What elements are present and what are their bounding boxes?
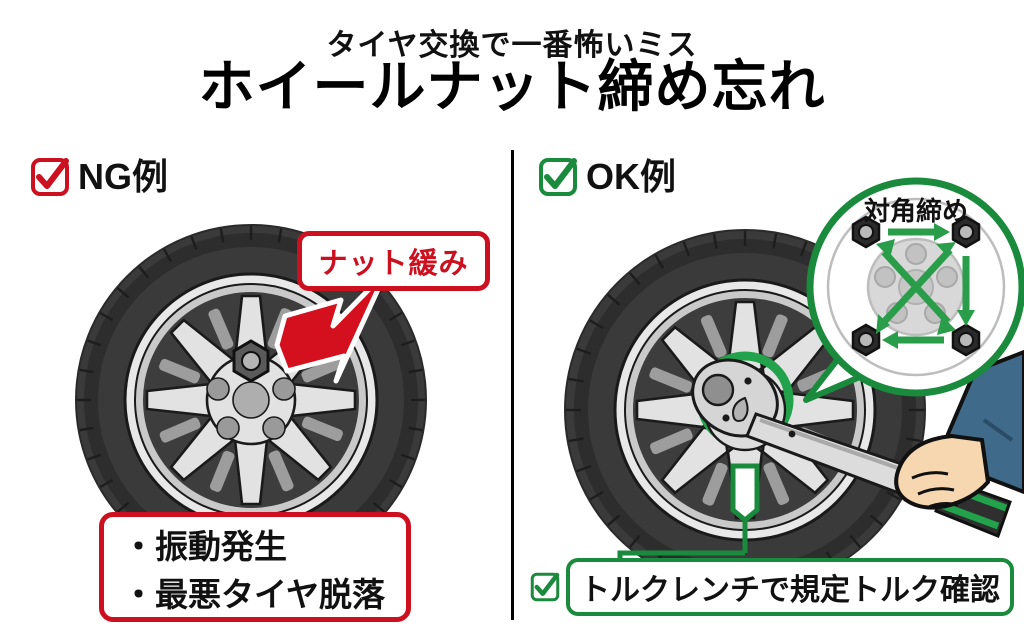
cross-tighten-diagram-icon: 対角締め bbox=[803, 177, 1024, 403]
gloved-hand-icon bbox=[894, 349, 1024, 510]
green-arrow-icon bbox=[881, 228, 970, 344]
panel-divider bbox=[511, 150, 514, 620]
page-subtitle: タイヤ交換で一番怖いミス bbox=[326, 29, 698, 62]
ok-panel-label: OK例 bbox=[586, 156, 677, 197]
checkbox-checked-green-icon bbox=[538, 157, 578, 197]
ok-caption: トルクレンチで規定トルク確認 bbox=[530, 558, 1014, 616]
ng-consequences-box: ・振動発生 ・最悪タイヤ脱落 bbox=[99, 512, 411, 622]
nut-loose-callout: ナット緩み bbox=[297, 231, 490, 291]
inset-title: 対角締め bbox=[864, 196, 968, 226]
ng-panel-header: NG例 bbox=[30, 157, 168, 197]
checkbox-checked-red-icon bbox=[30, 157, 70, 197]
ng-bullet-2: ・最悪タイヤ脱落 bbox=[122, 575, 386, 613]
ng-bullet-1: ・振動発生 bbox=[122, 528, 287, 565]
ng-wheel-spokes bbox=[145, 294, 357, 506]
ok-caption-leader bbox=[617, 463, 760, 565]
ok-panel-header: OK例 bbox=[538, 157, 676, 197]
ok-tire-illustration bbox=[564, 229, 926, 591]
page-title: ホイールナット締め忘れ bbox=[198, 55, 826, 118]
inset-nuts bbox=[851, 215, 981, 357]
ng-lug-holes bbox=[206, 377, 296, 440]
torque-wrench-icon bbox=[691, 358, 1012, 538]
checkbox-checked-green-small-icon bbox=[530, 572, 560, 602]
ok-wheel-spokes bbox=[635, 300, 855, 520]
nut-loose-callout-text: ナット緩み bbox=[318, 248, 469, 280]
loose-nut-icon bbox=[232, 339, 270, 383]
ok-caption-text: トルクレンチで規定トルク確認 bbox=[580, 574, 1000, 607]
ng-panel-label: NG例 bbox=[78, 156, 169, 197]
green-arrowheads bbox=[876, 223, 975, 349]
hub-highlight-ring bbox=[696, 351, 794, 449]
ok-caption-box: トルクレンチで規定トルク確認 bbox=[566, 558, 1014, 616]
